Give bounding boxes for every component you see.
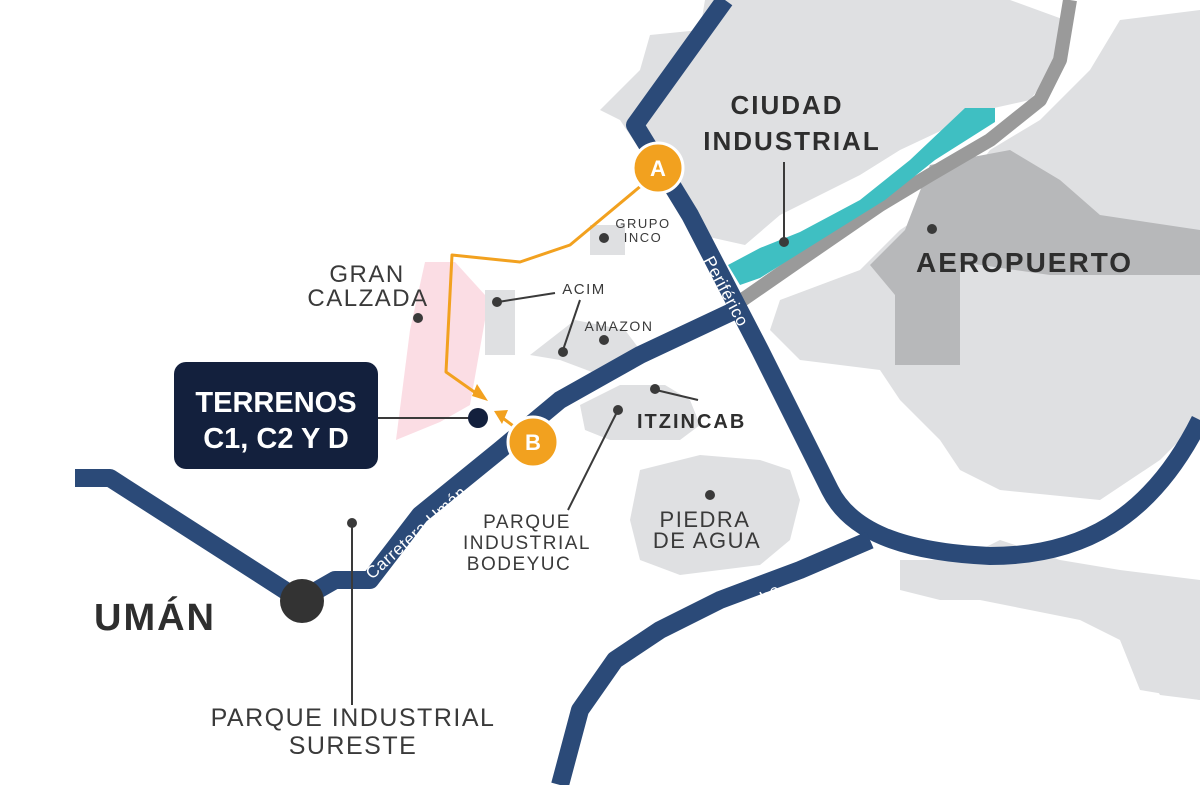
road-periferico-north xyxy=(626,0,1200,565)
label-itzincab: ITZINCAB xyxy=(637,411,746,433)
marker-a: A xyxy=(631,141,685,195)
dot-gran-calzada xyxy=(413,313,423,323)
leader-acim-amazon xyxy=(562,299,581,351)
leader-itzincab xyxy=(655,389,699,401)
dot-acim-2 xyxy=(558,347,568,357)
dot-aeropuerto xyxy=(927,224,937,234)
roads xyxy=(75,0,1200,785)
road-label-carretera-uman: Carretera Umán xyxy=(362,483,470,583)
location-dots xyxy=(347,224,937,528)
dot-bodeyuc xyxy=(613,405,623,415)
marker-b: B xyxy=(506,415,560,469)
dot-grupo-inco xyxy=(599,233,609,243)
leader-acim xyxy=(497,292,556,303)
terrenos-location-marker xyxy=(468,408,488,428)
label-grupo-inco-line2: INCO xyxy=(624,230,663,245)
terrenos-box xyxy=(174,362,378,469)
label-piedra-de-agua-line1: PIEDRA xyxy=(660,507,751,532)
terrenos-callout: TERRENOS C1, C2 Y D xyxy=(174,362,378,469)
route-path xyxy=(444,168,661,398)
dot-piedra-de-agua xyxy=(705,490,715,500)
urban-areas xyxy=(485,0,1200,700)
label-uman: UMÁN xyxy=(94,595,216,639)
label-parque-sureste-line1: PARQUE INDUSTRIAL xyxy=(211,704,496,732)
label-piedra-de-agua-line2: DE AGUA xyxy=(653,528,761,553)
marker-b-label: B xyxy=(525,430,541,455)
road-carretera-campeche xyxy=(551,531,874,785)
marker-a-label: A xyxy=(650,156,666,181)
label-gran-calzada-line2: CALZADA xyxy=(307,285,428,312)
label-parque-sureste-line2: SURESTE xyxy=(289,732,418,760)
dot-amazon xyxy=(599,335,609,345)
gran-calzada-zone xyxy=(396,262,485,440)
leader-lines xyxy=(351,162,785,705)
terrenos-title: TERRENOS xyxy=(195,387,356,419)
urban-area-north xyxy=(600,0,1065,245)
urban-area-southeast-edge xyxy=(1140,600,1200,700)
uman-city-marker xyxy=(280,579,324,623)
urban-area-south-east xyxy=(900,540,1200,700)
label-acim: ACIM xyxy=(562,281,606,298)
route-arrow-a xyxy=(472,384,488,401)
label-amazon: AMAZON xyxy=(585,318,654,334)
label-ciudad-industrial-line1: CIUDAD xyxy=(730,90,843,120)
ciudad-industrial-zone xyxy=(728,108,995,285)
label-aeropuerto: AEROPUERTO xyxy=(916,247,1133,278)
terrenos-lots: C1, C2 Y D xyxy=(203,423,349,455)
route-arrow-b xyxy=(494,410,508,424)
marker-a-circle xyxy=(631,141,685,195)
airport-area xyxy=(870,150,1200,365)
label-bodeyuc-line2: INDUSTRIAL xyxy=(463,533,591,554)
dot-sureste xyxy=(347,518,357,528)
label-bodeyuc-line3: BODEYUC xyxy=(467,554,571,575)
label-grupo-inco-line1: GRUPO xyxy=(615,216,670,231)
urban-area-piedra-de-agua xyxy=(630,455,800,575)
label-ciudad-industrial-line2: INDUSTRIAL xyxy=(703,126,880,156)
road-carretera-uman xyxy=(75,299,744,609)
leader-bodeyuc xyxy=(567,411,618,511)
urban-area-acim xyxy=(485,290,515,355)
dot-acim xyxy=(492,297,502,307)
label-gran-calzada-line1: GRAN xyxy=(329,261,404,288)
railway-line xyxy=(731,0,1077,311)
dot-ciudad-industrial xyxy=(779,237,789,247)
dot-itzincab xyxy=(650,384,660,394)
marker-b-circle xyxy=(506,415,560,469)
label-bodeyuc-line1: PARQUE xyxy=(483,512,571,533)
